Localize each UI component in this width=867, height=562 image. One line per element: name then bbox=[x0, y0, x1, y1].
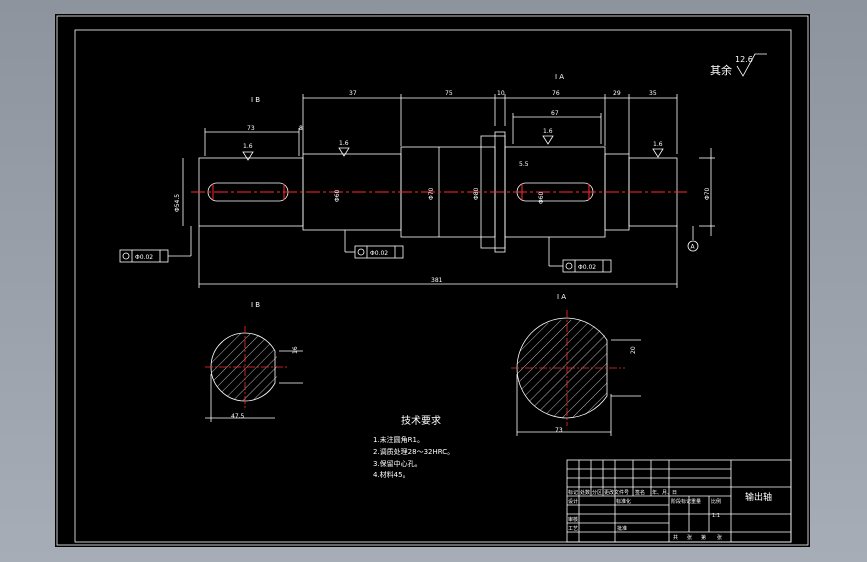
label-section-b: Ⅰ B bbox=[251, 301, 260, 309]
tech-item-2: 2.调质处理28～32HRC。 bbox=[373, 447, 454, 456]
diameter-labels: Φ54.5 Φ60 Φ70 Φ80 Φ60 Φ70 5.5 bbox=[174, 148, 715, 236]
tech-item-1: 1.未注圆角R1。 bbox=[373, 435, 424, 444]
outer-frame bbox=[56, 15, 809, 546]
overall-length-dim: 381 bbox=[198, 226, 678, 288]
sec-b-key: 16 bbox=[292, 346, 299, 354]
tb-cell-13: 重量 bbox=[691, 498, 701, 505]
tol-value-3: Φ0.02 bbox=[578, 264, 596, 271]
top-dimension-chain: 37 75 10 76 29 35 bbox=[302, 90, 678, 154]
dia-seg5: Φ60 bbox=[538, 191, 545, 204]
tol-value-2: Φ0.02 bbox=[370, 250, 388, 257]
tb-cell-3: 分区 bbox=[592, 489, 602, 496]
section-b-view: Ⅰ B 47.5 16 bbox=[205, 301, 303, 422]
dim-overall: 381 bbox=[431, 277, 443, 284]
dia-right: Φ70 bbox=[704, 187, 711, 200]
ra-mark-4: 1.6 bbox=[653, 141, 663, 148]
roughness-label: 其余 bbox=[710, 63, 732, 77]
tb-cell-8: 标准化 bbox=[616, 498, 631, 505]
dim-75: 75 bbox=[445, 90, 453, 97]
tb-cell-5: 签名 bbox=[635, 489, 645, 496]
tb-cell-12: 阶段标记 bbox=[671, 498, 691, 505]
dim-keyway-a: 67 bbox=[551, 110, 559, 117]
dim-keyway-b-end: 8 bbox=[299, 125, 303, 132]
dim-10: 10 bbox=[497, 90, 505, 97]
tb-cell-2: 处数 bbox=[580, 489, 590, 496]
tol-value-1: Φ0.02 bbox=[135, 254, 153, 261]
roughness-value: 12.6 bbox=[735, 55, 753, 64]
tb-cell-9: 审核 bbox=[568, 516, 578, 523]
dim-76: 76 bbox=[552, 90, 560, 97]
datum-a: A bbox=[687, 226, 699, 252]
label-view-b: Ⅰ B bbox=[251, 96, 260, 104]
dim-35: 35 bbox=[649, 90, 657, 97]
title-block: 标记 处数 分区 更改文件号 签名 年、月、日 设计 标准化 审核 工艺 批准 … bbox=[566, 459, 792, 543]
tech-item-3: 3.保留中心孔。 bbox=[373, 459, 422, 468]
sec-a-width: 73 bbox=[555, 427, 563, 434]
tb-cell-10: 工艺 bbox=[568, 526, 578, 532]
sec-a-key: 20 bbox=[630, 346, 637, 354]
tolerance-frame-1: Φ0.02 bbox=[119, 226, 192, 263]
tech-item-4: 4.材料45。 bbox=[373, 470, 410, 479]
tb-cell-17: 张 bbox=[687, 534, 692, 541]
tolerance-frame-3: Φ0.02 bbox=[548, 237, 612, 273]
tb-cell-16: 共 bbox=[673, 534, 678, 541]
tb-cell-6: 年、月、日 bbox=[652, 489, 677, 496]
ra-mark-2: 1.6 bbox=[339, 140, 349, 147]
dim-keyway-b: 73 bbox=[247, 125, 255, 132]
label-view-a: Ⅰ A bbox=[555, 73, 564, 81]
tb-cell-7: 设计 bbox=[568, 498, 578, 505]
tb-scale: 1:1 bbox=[712, 513, 720, 519]
keyway-dims: 73 8 67 bbox=[204, 110, 602, 156]
tb-cell-1: 标记 bbox=[568, 489, 578, 496]
tb-cell-14: 比例 bbox=[711, 498, 721, 505]
roughness-ticks: 1.6 1.6 1.6 1.6 bbox=[242, 128, 664, 161]
section-a-view: Ⅰ A 73 20 bbox=[511, 293, 641, 436]
sec-b-width: 47.5 bbox=[231, 413, 245, 420]
dia-seg3: Φ70 bbox=[428, 187, 435, 200]
inner-frame bbox=[74, 29, 792, 543]
label-section-a: Ⅰ A bbox=[557, 293, 566, 301]
dim-collar-width: 5.5 bbox=[519, 161, 529, 168]
tech-title: 技术要求 bbox=[401, 414, 441, 427]
tolerance-frame-2: Φ0.02 bbox=[344, 230, 404, 259]
dia-collar: Φ80 bbox=[473, 187, 480, 200]
dia-seg2: Φ60 bbox=[334, 189, 341, 202]
ra-mark-1: 1.6 bbox=[243, 143, 253, 150]
tb-cell-4: 更改文件号 bbox=[604, 489, 629, 496]
tech-requirements: 技术要求 1.未注圆角R1。 2.调质处理28～32HRC。 3.保留中心孔。 … bbox=[373, 414, 454, 479]
drawing-sheet: 其余 12.6 Ⅰ B Ⅰ A 37 75 10 76 29 35 73 8 6… bbox=[55, 14, 810, 547]
engineering-drawing: 其余 12.6 Ⅰ B Ⅰ A 37 75 10 76 29 35 73 8 6… bbox=[56, 15, 809, 546]
tb-cell-18: 第 bbox=[701, 534, 706, 541]
roughness-note: 其余 12.6 bbox=[710, 53, 767, 77]
dim-29: 29 bbox=[613, 90, 621, 97]
tb-cell-19: 张 bbox=[717, 534, 722, 541]
part-name: 输出轴 bbox=[745, 491, 772, 503]
shaft-main-view bbox=[191, 131, 687, 253]
ra-mark-3: 1.6 bbox=[543, 128, 553, 135]
dia-left: Φ54.5 bbox=[174, 194, 181, 212]
tb-cell-11: 批准 bbox=[617, 525, 627, 532]
dim-37: 37 bbox=[349, 90, 357, 97]
datum-label: A bbox=[691, 244, 696, 251]
